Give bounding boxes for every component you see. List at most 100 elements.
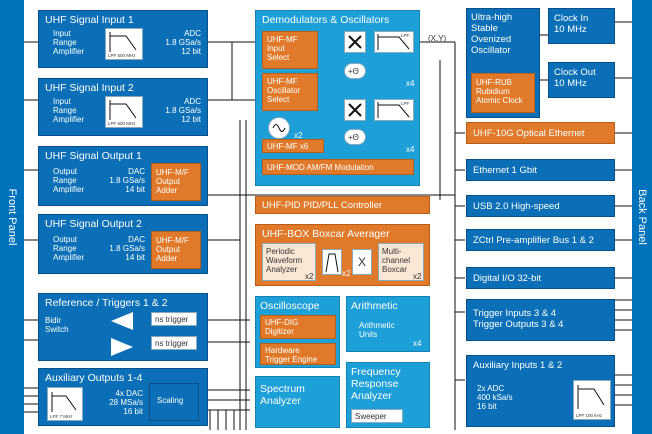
rubidium-clock-label: UHF-RUB Rubidium Atomic Clock <box>476 78 523 105</box>
ns-trigger-2: ns trigger <box>151 336 197 350</box>
digital-io-panel: Digital I/O 32-bit <box>466 267 615 289</box>
multichannel-boxcar-label: Multi- channel Boxcar <box>382 247 411 274</box>
reference-triggers-title: Reference / Triggers 1 & 2 <box>45 297 168 309</box>
signal-input-1-title: UHF Signal Input 1 <box>45 14 134 26</box>
phase-2-icon: +Θ <box>344 129 366 145</box>
oscilloscope-panel: Oscilloscope UHF-DIG Digitizer Hardware … <box>255 296 340 368</box>
clock-out-panel: Clock Out 10 MHz <box>548 62 615 98</box>
aux-outputs-title: Auxiliary Outputs 1-4 <box>45 372 143 384</box>
boxcar-multiply-label: X <box>358 255 367 269</box>
multichannel-boxcar-block: Multi- channel Boxcar x2 <box>378 243 424 281</box>
digitizer-label: UHF-DIG Digitizer <box>265 318 299 336</box>
boxcar-multiply-icon: X <box>352 249 372 275</box>
xy-output-label: (X,Y) <box>428 34 447 43</box>
boxcar-title: UHF-BOX Boxcar Averager <box>262 228 390 240</box>
signal-output-1-adder-label: UHF-M/F Output Adder <box>156 168 189 195</box>
lpf-2-label: LPF <box>401 101 410 106</box>
scaling-label: Scaling <box>157 396 184 405</box>
ns-trigger-1-label: ns trigger <box>155 315 189 324</box>
periodic-waveform-block: Periodic Waveform Analyzer x2 <box>262 243 316 281</box>
usb-label: USB 2.0 High-speed <box>473 201 560 212</box>
signal-output-2-adder-label: UHF-M/F Output Adder <box>156 236 189 263</box>
rubidium-clock-block: UHF-RUB Rubidium Atomic Clock <box>471 73 535 113</box>
aux-outputs-lpf: LPF 7 MHz <box>50 414 73 419</box>
trigger-io-panel: Trigger Inputs 3 & 4 Trigger Outputs 3 &… <box>466 299 615 341</box>
mf-x6-block: UHF-MF x6 <box>262 139 324 153</box>
input-select-block: UHF-MF Input Select <box>262 31 318 69</box>
signal-input-2-title: UHF Signal Input 2 <box>45 82 134 94</box>
signal-output-1-adder: UHF-M/F Output Adder <box>151 163 201 201</box>
lpf-2-icon: LPF <box>374 99 414 121</box>
fra-title: Frequency Response Analyzer <box>351 366 401 402</box>
lpf-icon: LPF 7 MHz <box>47 387 83 421</box>
signal-input-2-lpf: LPF 600 MHz <box>108 121 136 126</box>
oscilloscope-title: Oscilloscope <box>260 300 320 312</box>
mod-block: UHF-MOD AM/FM Modulation <box>262 159 414 175</box>
demod-panel: Demodulators & Oscillators UHF-MF Input … <box>255 10 420 186</box>
hw-trigger-block: Hardware Trigger Engine <box>260 343 336 365</box>
zctrl-panel: ZCtrl Pre-amplifier Bus 1 & 2 <box>466 229 615 251</box>
signal-input-1-adc: ADC 1.8 GSa/s 12 bit <box>165 29 201 56</box>
signal-output-1-title: UHF Signal Output 1 <box>45 150 142 162</box>
lpf-1-icon: LPF <box>374 31 414 53</box>
demod-x2: x2 <box>294 131 303 140</box>
mf-x6-label: UHF-MF x6 <box>267 142 309 151</box>
aux-inputs-lpf: LPF 100 kHz <box>576 413 603 418</box>
scaling-block: Scaling <box>149 383 199 421</box>
signal-input-2-amp: Input Range Amplifier <box>53 97 85 124</box>
signal-input-2-adc: ADC 1.8 GSa/s 12 bit <box>165 97 201 124</box>
lpf-icon: LPF 600 MHz <box>105 96 143 128</box>
signal-output-2-amp: Output Range Amplifier <box>53 235 85 262</box>
zctrl-label: ZCtrl Pre-amplifier Bus 1 & 2 <box>473 235 594 246</box>
aux-outputs-panel: Auxiliary Outputs 1-4 LPF 7 MHz 4x DAC 2… <box>38 368 208 426</box>
usb-panel: USB 2.0 High-speed <box>466 195 615 217</box>
arithmetic-x4: x4 <box>413 339 422 348</box>
phase-2-label: +Θ <box>348 133 359 142</box>
boxcar-x2b: x2 <box>342 269 351 278</box>
aux-inputs-panel: Auxiliary Inputs 1 & 2 2x ADC 400 kSa/s … <box>466 355 615 427</box>
digital-io-label: Digital I/O 32-bit <box>473 273 542 284</box>
mixer-1-icon <box>344 31 366 53</box>
signal-output-2-dac: DAC 1.8 GSa/s 14 bit <box>109 235 145 262</box>
spectrum-title: Spectrum Analyzer <box>260 383 305 407</box>
clock-in-label: Clock In 10 MHz <box>554 13 589 35</box>
oscillator-select-label: UHF-MF Oscillator Select <box>267 77 301 104</box>
signal-output-1-amp: Output Range Amplifier <box>53 167 85 194</box>
ovenized-oscillator-label: Ultra-high Stable Ovenized Oscillator <box>471 12 513 56</box>
aux-inputs-adc: 2x ADC 400 kSa/s 16 bit <box>477 384 513 411</box>
demod-x4a: x4 <box>406 79 415 88</box>
trigger-io-label: Trigger Inputs 3 & 4 Trigger Outputs 3 &… <box>473 308 564 330</box>
optical-ethernet-panel: UHF-10G Optical Ethernet <box>466 122 615 144</box>
fra-panel: Frequency Response Analyzer Sweeper <box>346 362 430 428</box>
mixer-2-icon <box>344 99 366 121</box>
bidir-switch: Bidir Switch <box>45 316 69 334</box>
oscillator-select-block: UHF-MF Oscillator Select <box>262 73 318 111</box>
signal-output-1-dac: DAC 1.8 GSa/s 14 bit <box>109 167 145 194</box>
aux-outputs-dac: 4x DAC 28 MSa/s 16 bit <box>109 389 143 416</box>
trigger-arrows-icon <box>111 312 133 356</box>
lpf-icon: LPF 600 MHz <box>105 28 143 60</box>
signal-output-2-title: UHF Signal Output 2 <box>45 218 142 230</box>
clock-out-label: Clock Out 10 MHz <box>554 67 596 89</box>
boxcar-window-icon <box>322 249 342 275</box>
arithmetic-units: Arithmetic Units <box>359 321 395 339</box>
lpf-1-label: LPF <box>401 33 410 38</box>
sweeper-block: Sweeper <box>351 409 403 423</box>
mod-label: UHF-MOD AM/FM Modulation <box>267 163 374 172</box>
demod-x4b: x4 <box>406 145 415 154</box>
ns-trigger-2-label: ns trigger <box>155 339 189 348</box>
signal-input-1-lpf: LPF 600 MHz <box>108 53 136 58</box>
phase-1-label: +Θ <box>348 67 359 76</box>
input-select-label: UHF-MF Input Select <box>267 35 298 62</box>
aux-inputs-title: Auxiliary Inputs 1 & 2 <box>473 360 563 371</box>
optical-ethernet-label: UHF-10G Optical Ethernet <box>473 128 585 139</box>
spectrum-panel: Spectrum Analyzer <box>255 376 340 428</box>
multichannel-x2: x2 <box>413 272 422 281</box>
sweeper-label: Sweeper <box>355 412 387 421</box>
pid-label: UHF-PID PID/PLL Controller <box>262 200 383 211</box>
periodic-waveform-label: Periodic Waveform Analyzer <box>266 247 303 274</box>
signal-input-2-panel: UHF Signal Input 2 Input Range Amplifier… <box>38 78 208 136</box>
arithmetic-title: Arithmetic <box>351 300 398 312</box>
reference-triggers-panel: Reference / Triggers 1 & 2 Bidir Switch … <box>38 293 208 361</box>
